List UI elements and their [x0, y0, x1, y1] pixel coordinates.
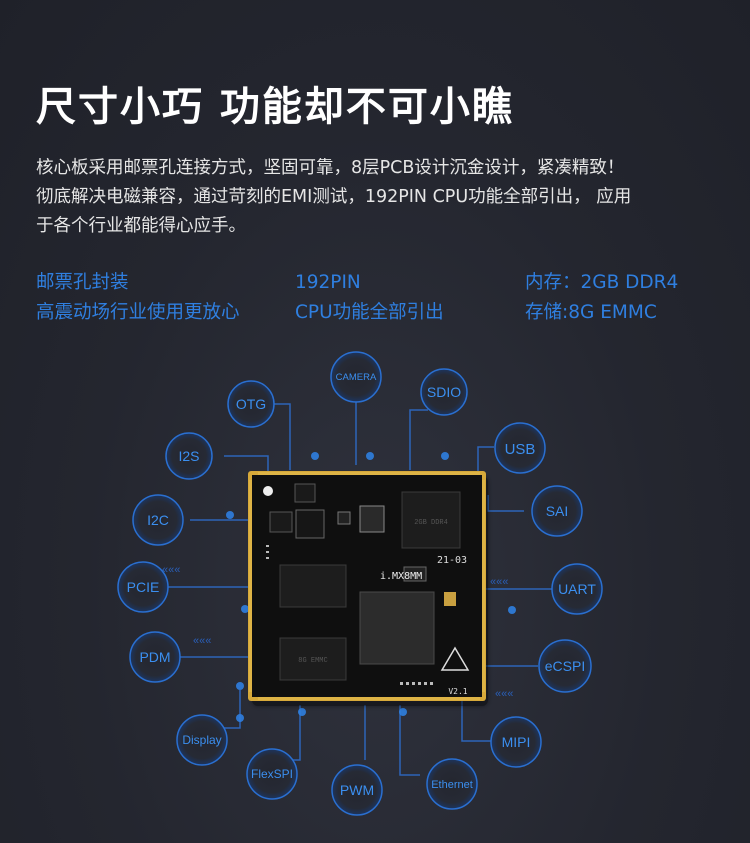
ecspi-label: eCSPI [545, 658, 585, 674]
spec-detail: CPU功能全部引出 [295, 302, 444, 323]
sai-bubble: SAI [531, 485, 583, 537]
board-version: V2.1 [448, 687, 467, 696]
description: 核心板采用邮票孔连接方式，坚固可靠，8层PCB设计沉金设计，紧凑精致！ 彻底解决… [36, 154, 726, 241]
date-code: 21-03 [437, 555, 467, 566]
usb-label: USB [505, 441, 536, 458]
som-board: 2GB DDR4 8G EMMC i.MX8MM 21-03 V2.1 [248, 471, 486, 701]
uart-label: UART [558, 581, 596, 597]
pwm-label: PWM [340, 782, 374, 798]
ram-chip-label: 2GB DDR4 [414, 519, 448, 527]
display-label: Display [182, 733, 221, 747]
i2s-label: I2S [178, 448, 199, 464]
spec-heading: 邮票孔封装 [36, 272, 129, 293]
chevron-arrows: ««« ««« ««« ««« [162, 564, 513, 700]
spec-memory: 内存：2GB DDR4 存储:8G EMMC [525, 268, 678, 328]
emmc-chip-label: 8G EMMC [298, 657, 327, 665]
spec-heading: 192PIN [295, 272, 361, 293]
svg-text:«««: ««« [495, 688, 513, 700]
spec-package: 邮票孔封装 高震动场行业使用更放心 [36, 268, 240, 328]
soc-label: i.MX8MM [380, 571, 422, 582]
otg-label: OTG [236, 396, 266, 412]
sai-label: SAI [546, 503, 569, 519]
i2s-bubble: I2S [165, 432, 213, 480]
description-line: 于各个行业都能得心应手。 [36, 216, 246, 236]
pcie-label: PCIE [127, 579, 160, 595]
spec-heading: 内存：2GB DDR4 [525, 272, 679, 293]
pcie-bubble: PCIE [117, 561, 169, 613]
ethernet-bubble: Ethernet [426, 758, 478, 810]
sdio-label: SDIO [427, 384, 461, 400]
svg-text:«««: ««« [490, 576, 508, 588]
i2c-label: I2C [147, 512, 169, 528]
spec-detail: 存储:8G EMMC [525, 302, 657, 323]
page-title: 尺寸小巧 功能却不可小瞧 [36, 84, 514, 130]
description-line: 彻底解决电磁兼容，通过苛刻的EMI测试，192PIN CPU功能全部引出， 应用 [36, 187, 632, 207]
flexspi-label: FlexSPI [251, 767, 293, 781]
svg-text:«««: ««« [162, 564, 180, 576]
ethernet-label: Ethernet [431, 779, 473, 791]
i2c-bubble: I2C [132, 494, 184, 546]
ram-chip [401, 491, 461, 549]
ecspi-bubble: eCSPI [538, 639, 592, 693]
spec-pins: 192PIN CPU功能全部引出 [295, 268, 444, 328]
otg-bubble: OTG [227, 380, 275, 428]
camera-label: CAMERA [336, 372, 377, 383]
uart-bubble: UART [551, 563, 603, 615]
usb-bubble: USB [494, 422, 546, 474]
pwm-bubble: PWM [331, 764, 383, 816]
sdio-bubble: SDIO [420, 368, 468, 416]
svg-text:«««: ««« [193, 635, 211, 647]
mipi-label: MIPI [502, 734, 531, 750]
display-bubble: Display [176, 714, 228, 766]
mipi-bubble: MIPI [490, 716, 542, 768]
decorative-dots [226, 452, 516, 722]
spec-detail: 高震动场行业使用更放心 [36, 302, 240, 323]
description-line: 核心板采用邮票孔连接方式，坚固可靠，8层PCB设计沉金设计，紧凑精致！ [36, 158, 625, 178]
pdm-label: PDM [139, 649, 170, 665]
soc-chip [359, 591, 435, 665]
pdm-bubble: PDM [129, 631, 181, 683]
flexspi-bubble: FlexSPI [246, 748, 298, 800]
camera-bubble: CAMERA [330, 351, 382, 403]
